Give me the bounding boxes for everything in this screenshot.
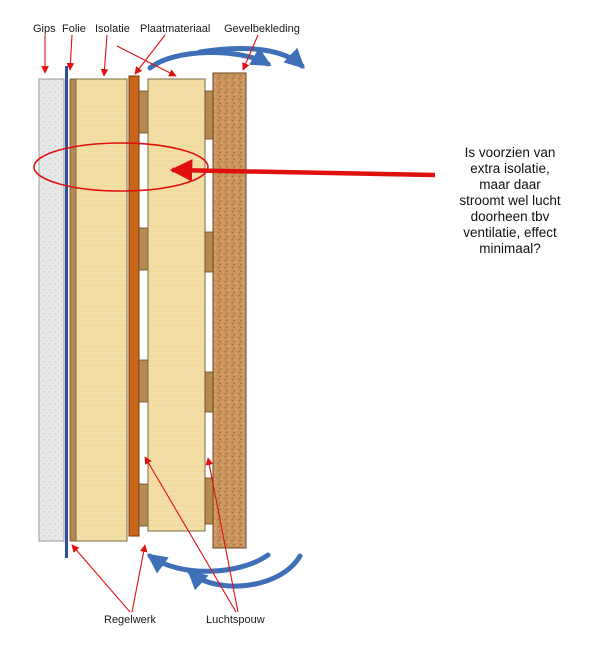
- airflow-arrows: [146, 45, 305, 591]
- label-regelwerk: Regelwerk: [104, 614, 156, 626]
- top-leader-lines: [41, 34, 259, 77]
- note-line-2: extra isolatie,: [470, 161, 550, 176]
- extra-insulation-layer: [147, 78, 206, 532]
- cavity-battens-right: [204, 90, 214, 525]
- note-line-1: Is voorzien van: [464, 145, 556, 160]
- note-line-4: stroomt wel lucht: [459, 193, 561, 208]
- note-line-5: doorheen tbv: [470, 209, 550, 224]
- inner-battens: [69, 78, 77, 542]
- bottom-leader-lines: [71, 456, 239, 613]
- insulation-layer: [75, 78, 128, 542]
- note-line-3: maar daar: [479, 177, 541, 192]
- label-luchtspouw: Luchtspouw: [206, 614, 265, 626]
- annotation-note: Is voorzien van extra isolatie, maar daa…: [436, 145, 584, 257]
- label-gevelbekleding: Gevelbekleding: [224, 23, 300, 35]
- note-line-7: minimaal?: [479, 241, 541, 256]
- label-gips: Gips: [33, 23, 56, 35]
- label-folie: Folie: [62, 23, 86, 35]
- foil-layer: [65, 66, 68, 558]
- plywood-layer: [128, 75, 140, 537]
- gypsum-layer: [38, 78, 65, 542]
- cavity-battens-left: [138, 90, 149, 527]
- highlight-ellipse: [33, 142, 209, 192]
- label-plaatmateriaal: Plaatmateriaal: [140, 23, 211, 35]
- note-arrow: [169, 159, 436, 182]
- cladding-layer: [212, 72, 247, 549]
- label-isolatie: Isolatie: [95, 23, 130, 35]
- note-line-6: ventilatie, effect: [463, 225, 557, 240]
